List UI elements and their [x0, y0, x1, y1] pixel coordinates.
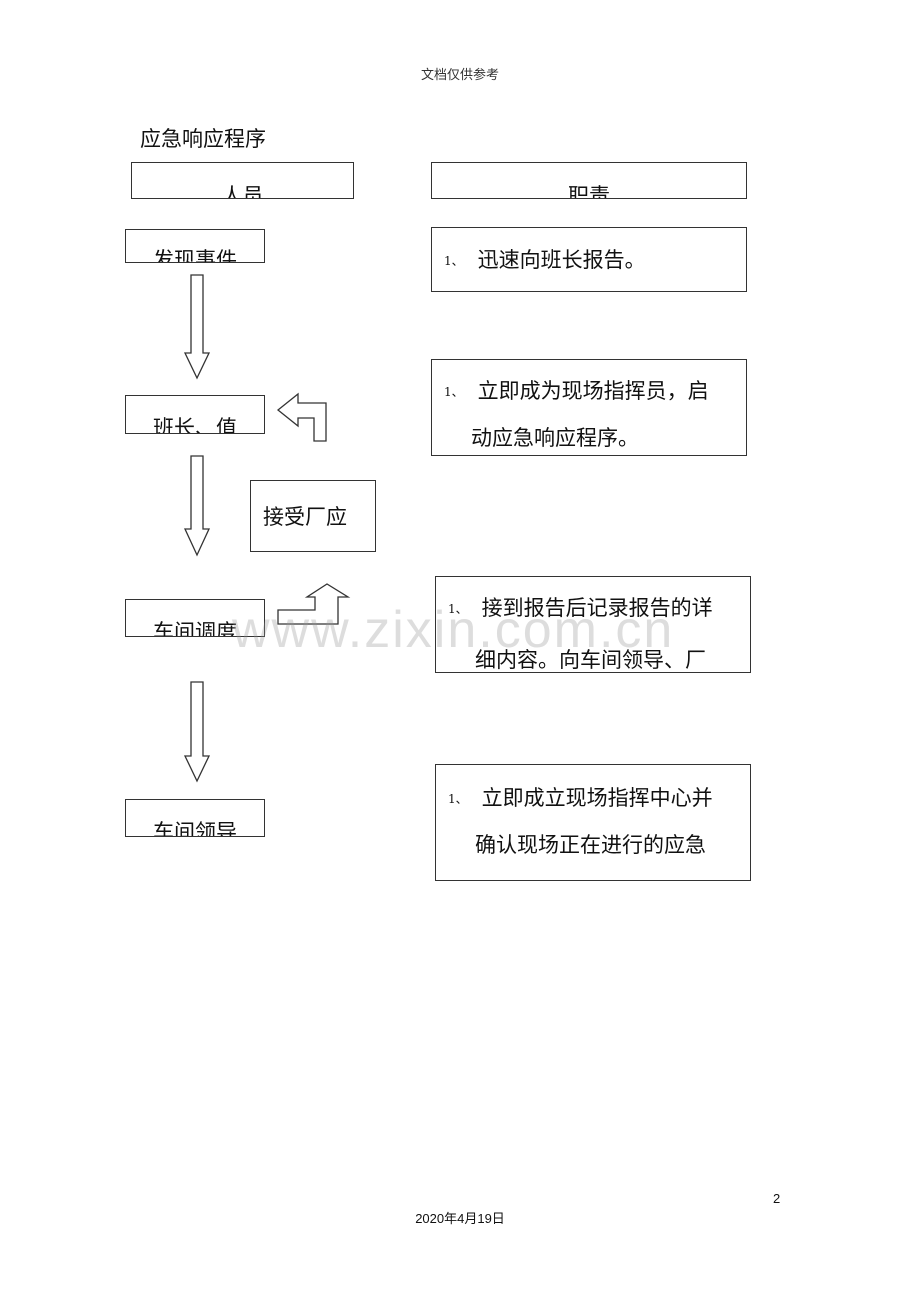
turn-up-arrow-icon [277, 583, 351, 625]
turn-left-arrow-icon [276, 392, 327, 442]
side-box-plant-response: 接受厂应 [250, 480, 376, 552]
duty-number: 1、 [444, 254, 464, 268]
watermark: www.zixin.com.cn [232, 601, 675, 659]
duty-text: 确认现场正在进行的应急 [475, 833, 706, 857]
duty-box-4: 1、立即成立现场指挥中心并 确认现场正在进行的应急 [435, 764, 751, 881]
step-label: 发现事件 [153, 248, 237, 263]
duty-box-3: 1、接到报告后记录报告的详 细内容。向车间领导、厂 [435, 576, 751, 673]
duty-number: 1、 [444, 385, 464, 399]
page-title: 应急响应程序 [140, 127, 266, 151]
step-label: 班长、值 [153, 416, 237, 434]
column-header-people: 人员 [131, 162, 354, 199]
column-header-people-label: 人员 [221, 184, 264, 199]
duty-text: 迅速向班长报告。 [477, 248, 646, 272]
step-box-workshop-leader: 车间领导 [125, 799, 265, 837]
step-label: 车间领导 [153, 820, 237, 837]
duty-box-2: 1、立即成为现场指挥员，启 动应急响应程序。 [431, 359, 747, 456]
duty-text: 立即成为现场指挥员，启 [477, 379, 709, 403]
duty-text: 接到报告后记录报告的详 [481, 596, 713, 620]
duty-number: 1、 [448, 792, 468, 806]
duty-line: 细内容。向车间领导、厂 [475, 637, 706, 672]
page-number: 2 [773, 1191, 781, 1206]
duty-text: 动应急响应程序。 [471, 426, 639, 450]
footer-date: 2020年4月19日 [415, 1211, 505, 1226]
step-box-team-leader: 班长、值 [125, 395, 265, 434]
duty-box-1: 1、迅速向班长报告。 [431, 227, 747, 292]
duty-text: 细内容。向车间领导、厂 [475, 648, 706, 672]
down-arrow-icon [183, 455, 211, 557]
side-box-label: 接受厂应 [263, 505, 347, 529]
down-arrow-icon [183, 274, 211, 380]
step-box-discover-event: 发现事件 [125, 229, 265, 263]
duty-line: 1、立即成为现场指挥员，启 [444, 368, 709, 416]
column-header-duties-label: 职责 [568, 184, 610, 199]
duty-line: 1、迅速向班长报告。 [444, 237, 646, 285]
duty-line: 1、接到报告后记录报告的详 [448, 585, 713, 633]
column-header-duties: 职责 [431, 162, 747, 199]
header-note: 文档仅供参考 [420, 68, 499, 83]
step-label: 车间调度 [153, 620, 237, 637]
duty-line: 动应急响应程序。 [471, 415, 639, 455]
duty-line: 1、立即成立现场指挥中心并 [448, 775, 713, 823]
duty-text: 立即成立现场指挥中心并 [481, 786, 713, 810]
down-arrow-icon [183, 681, 211, 783]
duty-number: 1、 [448, 602, 468, 616]
duty-line: 确认现场正在进行的应急 [475, 822, 706, 869]
step-box-workshop-dispatch: 车间调度 [125, 599, 265, 637]
